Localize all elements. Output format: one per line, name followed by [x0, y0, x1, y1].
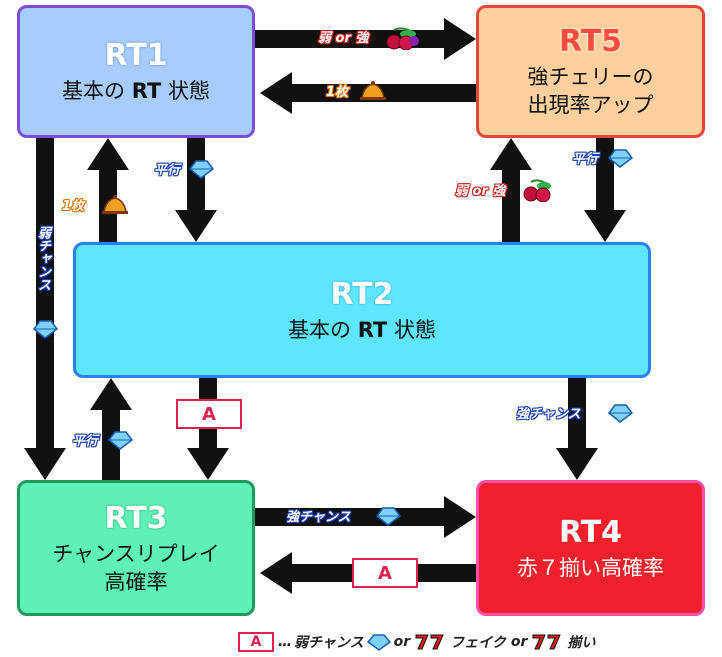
label-rt1-to-rt2: 平行	[154, 163, 181, 178]
state-rt1-title: RT1	[104, 38, 168, 73]
red-seven-icon	[415, 634, 444, 650]
state-rt1-desc: 基本の RT 状態	[62, 77, 210, 105]
legend-fake: フェイク	[450, 635, 506, 651]
state-rt2-desc-bold: RT	[357, 317, 388, 342]
state-rt5: RT5 強チェリーの 出現率アップ	[476, 5, 705, 138]
state-rt4-line1: 赤７揃い高確率	[517, 555, 664, 580]
bell-icon	[360, 81, 386, 100]
legend-or-2: or	[510, 634, 528, 650]
arrow-rt5-to-rt2	[584, 138, 626, 242]
state-rt2-desc-post: 状態	[393, 317, 436, 342]
crystal-icon	[375, 507, 402, 526]
arrow-rt2-to-rt1	[87, 138, 129, 242]
arrow-rt3-to-rt4	[254, 496, 476, 538]
state-rt3-line1: チャンスリプレイ	[52, 541, 220, 566]
state-rt2-title: RT2	[330, 276, 394, 312]
cherry-icon	[523, 179, 551, 202]
legend-weak-chance: 弱チャンス	[294, 635, 364, 651]
cherry-icon	[386, 27, 419, 50]
legend-or-1: or	[393, 634, 411, 650]
legend: A … 弱チャンス or フェイク or 揃い	[238, 629, 595, 655]
arrow-rt2-to-rt5	[490, 138, 532, 242]
label-rt5-to-rt2: 平行	[572, 152, 599, 167]
crystal-icon	[607, 404, 634, 423]
state-rt2: RT2 基本の RT 状態	[73, 242, 651, 378]
legend-aligned: 揃い	[567, 635, 596, 651]
arrow-rt2-to-rt4	[556, 378, 598, 480]
bell-icon	[102, 195, 128, 214]
state-rt1-desc-pre: 基本の	[62, 79, 126, 103]
state-rt2-desc: 基本の RT 状態	[288, 316, 436, 344]
condition-a-badge: A	[352, 558, 418, 588]
arrow-rt1-to-rt3	[24, 138, 66, 480]
state-rt4: RT4 赤７揃い高確率	[476, 480, 705, 616]
arrow-rt3-to-rt2	[90, 378, 132, 480]
state-rt1-desc-bold: RT	[131, 79, 162, 103]
label-rt3-to-rt2: 平行	[72, 434, 99, 449]
arrow-rt1-to-rt5	[254, 18, 476, 60]
crystal-icon	[607, 149, 634, 168]
state-rt4-title: RT4	[558, 514, 623, 550]
crystal-icon	[366, 634, 391, 651]
state-rt5-line2: 出現率アップ	[527, 93, 654, 117]
state-rt3: RT3 チャンスリプレイ 高確率	[17, 480, 255, 616]
state-rt2-desc-pre: 基本の	[288, 317, 352, 342]
label-rt2-to-rt1: 1枚	[62, 199, 85, 214]
crystal-icon	[32, 320, 59, 339]
crystal-icon	[188, 160, 215, 179]
state-rt5-title: RT5	[558, 24, 623, 59]
state-rt5-line1: 強チェリーの	[527, 65, 654, 89]
label-rt1-to-rt5: 弱 or 強	[318, 31, 369, 46]
label-rt2-to-rt5: 弱 or 強	[455, 184, 506, 199]
crystal-icon	[107, 431, 134, 450]
label-rt1-to-rt3: 弱チャンス	[35, 226, 50, 291]
legend-a-badge: A	[238, 632, 274, 652]
label-rt5-to-rt1: 1枚	[326, 85, 349, 100]
state-rt1-desc-post: 状態	[167, 79, 210, 103]
state-rt1: RT1 基本の RT 状態	[17, 5, 255, 138]
state-rt3-title: RT3	[104, 500, 168, 536]
condition-a-badge: A	[176, 399, 242, 429]
arrow-rt1-to-rt2	[175, 138, 217, 242]
label-rt3-to-rt4: 強チャンス	[286, 510, 351, 525]
arrow-rt2-to-rt3	[187, 378, 229, 480]
red-seven-icon	[532, 634, 562, 650]
state-rt3-line2: 高確率	[104, 569, 168, 594]
label-rt2-to-rt4: 強チャンス	[516, 407, 581, 422]
legend-dots: …	[278, 634, 292, 650]
